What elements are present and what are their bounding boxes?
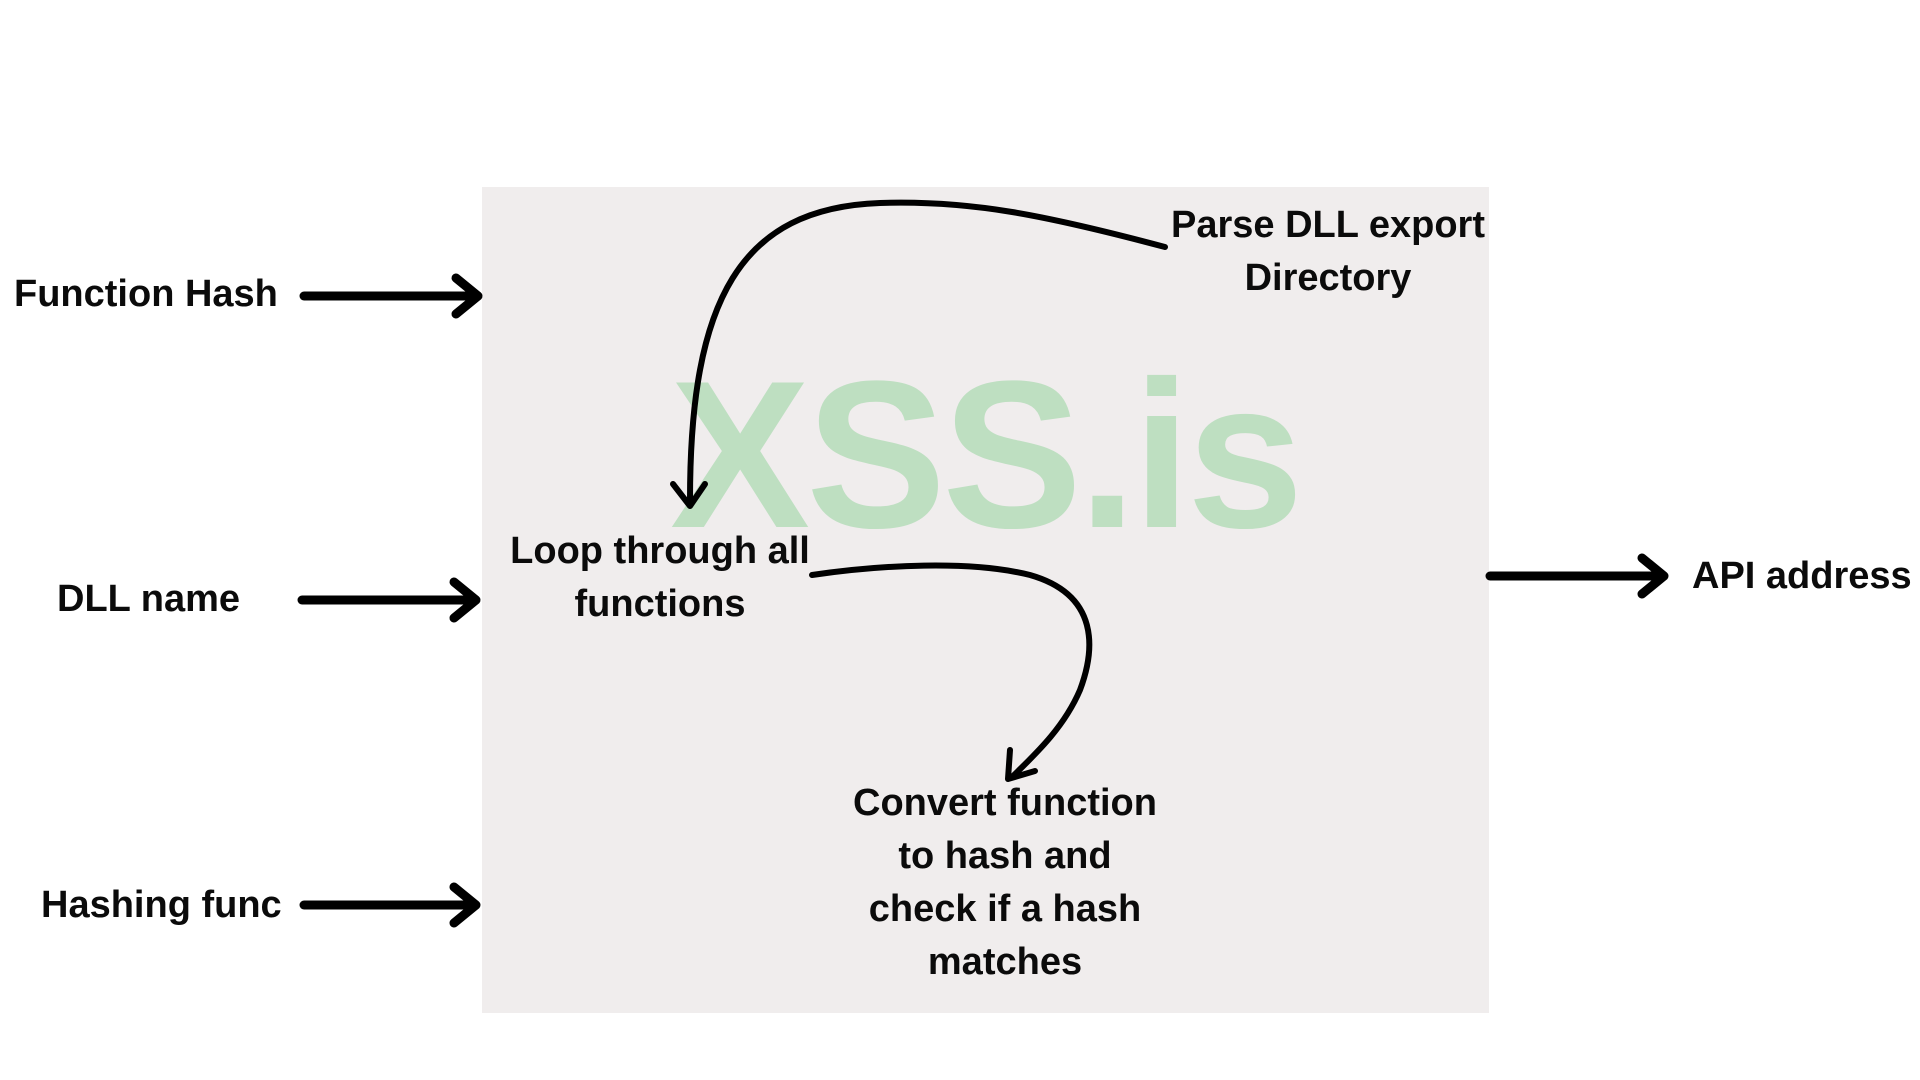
watermark: XSS.is — [670, 337, 1304, 572]
process-box — [482, 187, 1489, 1013]
dll-name-arrow — [297, 577, 481, 623]
input-function-hash-label: Function Hash — [14, 273, 278, 315]
step-convert-and-compare: Convert function to hash and check if a … — [820, 777, 1190, 989]
output-api-address-label: API address — [1692, 555, 1912, 597]
step-convert-line-1: Convert function — [853, 782, 1157, 824]
step-parse-line-1: Parse DLL export — [1171, 204, 1485, 246]
input-hashing-func-label: Hashing func — [41, 884, 282, 926]
step-parse-line-2: Directory — [1244, 257, 1412, 299]
step-convert-line-4: matches — [927, 941, 1083, 983]
function-hash-arrow — [299, 273, 483, 319]
api-address-arrow — [1485, 553, 1669, 599]
parse-to-loop-arrow — [670, 199, 1168, 509]
step-convert-line-2: to hash and — [898, 835, 1112, 877]
step-parse-export-directory: Parse DLL export Directory — [1158, 199, 1498, 305]
step-convert-line-3: check if a hash — [868, 888, 1142, 930]
step-loop-line-1: Loop through all — [510, 530, 810, 572]
hashing-func-arrow — [299, 882, 481, 928]
step-loop-line-2: functions — [574, 583, 746, 625]
input-dll-name-label: DLL name — [57, 578, 241, 620]
loop-to-convert-arrow — [809, 562, 1093, 782]
step-loop-functions: Loop through all functions — [490, 525, 830, 631]
